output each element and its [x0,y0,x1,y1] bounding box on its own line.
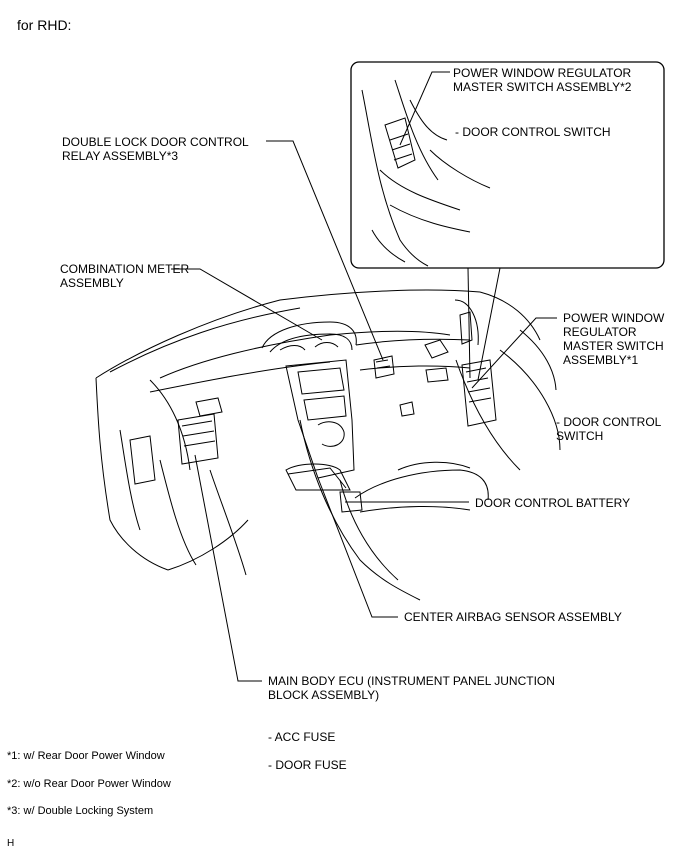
leader-center-airbag [317,477,398,618]
leader-pwr-master-1 [471,317,557,389]
callout-door-control-switch-main: - DOOR CONTROL SWITCH [556,415,662,443]
callout-main-body-ecu: MAIN BODY ECU (INSTRUMENT PANEL JUNCTION… [268,674,555,702]
leader-main-body-ecu [194,454,262,682]
figure-code: H [7,838,15,849]
leader-inset-connector-b [477,267,501,381]
inset-door-trim [361,79,491,267]
page-heading: for RHD: [17,17,72,33]
callout-center-airbag-sensor: CENTER AIRBAG SENSOR ASSEMBLY [404,610,622,624]
leader-pwr-master-2 [399,71,450,146]
leader-combination-meter [171,268,323,341]
callout-power-window-master-switch-1: POWER WINDOW REGULATOR MASTER SWITCH ASS… [563,311,665,367]
dashboard-sketch [95,289,561,601]
callout-door-control-switch-inset: - DOOR CONTROL SWITCH [455,125,611,139]
callout-double-lock-relay: DOUBLE LOCK DOOR CONTROL RELAY ASSEMBLY*… [62,135,249,163]
footnote-1: *1: w/ Rear Door Power Window [7,750,165,762]
callout-door-control-battery: DOOR CONTROL BATTERY [475,496,631,510]
leader-double-lock [266,140,384,361]
leader-inset-connector-a [467,267,471,379]
callout-door-fuse: - DOOR FUSE [268,758,347,772]
callout-power-window-master-switch-2: POWER WINDOW REGULATOR MASTER SWITCH ASS… [453,66,632,94]
inset-frame [350,61,665,269]
callout-combination-meter: COMBINATION METER ASSEMBLY [60,262,190,290]
footnote-2: *2: w/o Rear Door Power Window [7,778,171,790]
callout-acc-fuse: - ACC FUSE [268,730,336,744]
footnote-3: *3: w/ Double Locking System [7,805,154,817]
